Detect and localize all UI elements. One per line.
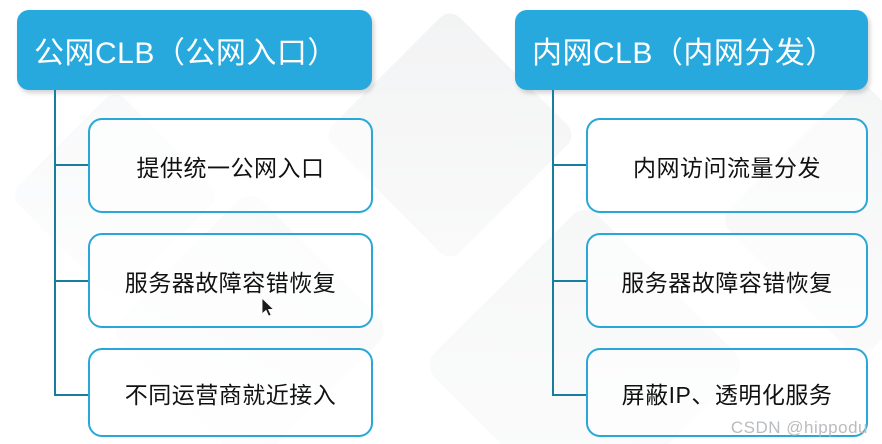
connector-trunk-left — [54, 90, 56, 396]
connector-stub-right-3 — [552, 394, 586, 396]
csdn-watermark: CSDN @hippodu — [730, 418, 868, 437]
item-box-left-1[interactable]: 提供统一公网入口 — [88, 118, 373, 213]
connector-stub-left-1 — [54, 164, 88, 166]
item-box-left-2[interactable]: 服务器故障容错恢复 — [88, 233, 373, 328]
item-box-left-3[interactable]: 不同运营商就近接入 — [88, 348, 373, 437]
column-internal-clb: 内网CLB（内网分发） 内网访问流量分发 服务器故障容错恢复 屏蔽IP、透明化服… — [441, 0, 882, 444]
header-box-internal-clb[interactable]: 内网CLB（内网分发） — [515, 10, 868, 90]
item-box-right-2[interactable]: 服务器故障容错恢复 — [586, 233, 868, 328]
header-box-public-clb[interactable]: 公网CLB（公网入口） — [17, 10, 372, 90]
connector-stub-right-2 — [552, 280, 586, 282]
item-box-right-1[interactable]: 内网访问流量分发 — [586, 118, 868, 213]
column-public-clb: 公网CLB（公网入口） 提供统一公网入口 服务器故障容错恢复 不同运营商就近接入 — [17, 10, 373, 437]
item-box-right-3[interactable]: 屏蔽IP、透明化服务 — [586, 348, 868, 437]
connector-stub-right-1 — [552, 164, 586, 166]
connector-trunk-right — [552, 90, 554, 396]
connector-stub-left-2 — [54, 280, 88, 282]
connector-stub-left-3 — [54, 394, 88, 396]
